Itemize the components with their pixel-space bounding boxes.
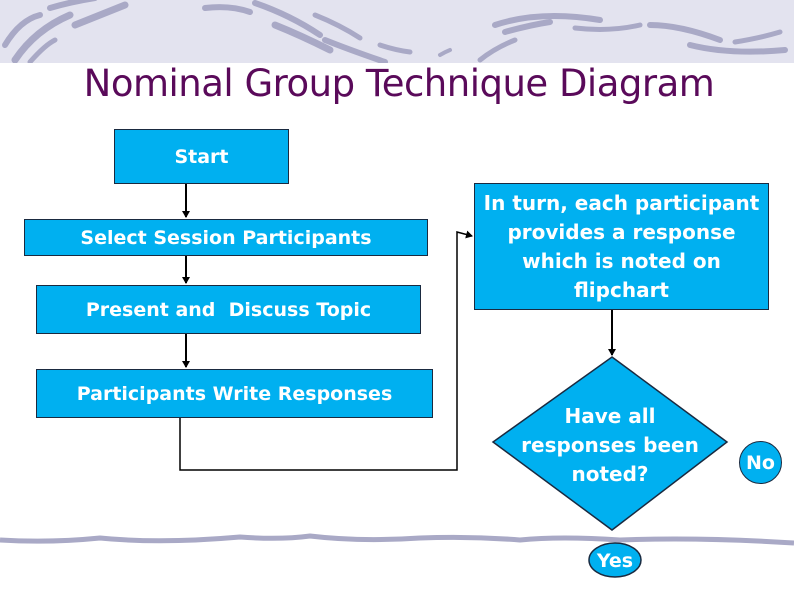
yes-label: Yes: [596, 550, 634, 572]
decision-diamond: [491, 356, 729, 531]
decision-line-3: noted?: [571, 462, 649, 486]
yes-ellipse: [588, 542, 642, 578]
select-label: Select Session Participants: [80, 226, 372, 249]
write-label: Participants Write Responses: [76, 382, 393, 405]
decision-line-2: responses been: [521, 433, 699, 457]
swoosh-decoration: [2, 0, 788, 65]
start-label: Start: [174, 145, 229, 168]
title-text: Nominal Group Technique Diagram: [83, 62, 715, 105]
decision-line-1: Have all: [564, 404, 656, 428]
no-circle: No: [739, 441, 782, 484]
write-responses-box: Participants Write Responses: [36, 369, 433, 418]
page-title: Nominal Group Technique Diagram: [0, 62, 794, 105]
decorative-banner: [0, 0, 794, 65]
yes-label-wrap: Yes: [589, 547, 641, 575]
no-label: No: [746, 451, 775, 474]
turn-line-3: which is noted on: [522, 248, 721, 273]
decision-text: Have all responses been noted?: [510, 402, 710, 489]
bottom-swoosh: [0, 533, 794, 546]
turn-line-1: In turn, each participant: [483, 190, 760, 215]
start-box: Start: [114, 129, 289, 184]
turn-line-2: provides a response: [507, 219, 736, 244]
select-participants-box: Select Session Participants: [24, 219, 428, 256]
present-topic-box: Present and Discuss Topic: [36, 285, 421, 334]
turn-line-4: flipchart: [573, 277, 669, 302]
present-label: Present and Discuss Topic: [85, 298, 372, 321]
in-turn-response-box: In turn, each participant provides a res…: [474, 183, 769, 310]
